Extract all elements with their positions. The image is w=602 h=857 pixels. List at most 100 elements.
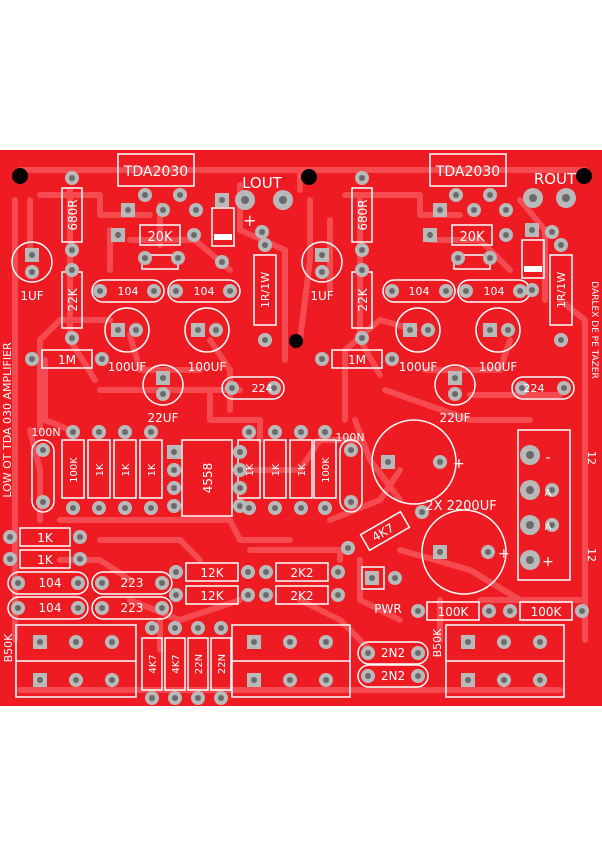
trim-20k-right-label: 20K [459, 230, 485, 245]
pad-drill-hole [172, 695, 178, 701]
pad-drill-hole [29, 269, 35, 275]
pad-drill-hole [453, 192, 459, 198]
pad-drill-hole [537, 639, 543, 645]
pad-drill-hole [125, 207, 131, 213]
ic-left-outline [117, 153, 195, 187]
pad-drill-hole [241, 196, 249, 204]
pad-drill-hole [195, 327, 201, 333]
res-1r1w-right-label: 1R/1W [555, 272, 568, 308]
pad-drill-hole [96, 505, 102, 511]
pad-drill-hole [319, 252, 325, 258]
pad-drill-hole [452, 391, 458, 397]
pad-drill-hole [322, 505, 328, 511]
pad-drill-hole [171, 485, 177, 491]
pad-drill-hole [549, 229, 555, 235]
res-1k-left-label-top: 1K [37, 531, 54, 545]
pad-drill-hole [69, 175, 75, 181]
pad-drill-hole [173, 592, 179, 598]
pad-drill-hole [526, 556, 534, 564]
cap-22uf-right-label: 22UF [440, 411, 471, 425]
pad-drill-hole [487, 192, 493, 198]
pad-drill-hole [142, 255, 148, 261]
res-4k7-vertical-1: 4K7 [148, 654, 159, 673]
cap-1uf-right-label: 1UF [310, 289, 333, 303]
pad-drill-hole [503, 207, 509, 213]
pad-drill-hole [148, 429, 154, 435]
pad-drill-hole [437, 459, 443, 465]
pad-drill-hole [171, 467, 177, 473]
pad-drill-hole [227, 288, 233, 294]
pad-drill-hole [109, 677, 115, 683]
pad-drill-hole [505, 327, 511, 333]
pad-drill-hole [262, 242, 268, 248]
pad-drill-hole [323, 677, 329, 683]
pad-drill-hole [160, 375, 166, 381]
res-22k-left-label: 22K [66, 287, 80, 311]
pad-drill-hole [526, 486, 534, 494]
cap-223-label-2: 223 [121, 601, 144, 615]
res-2k2-label-2: 2K2 [290, 589, 313, 603]
pad-drill-hole [369, 575, 375, 581]
pad-drill-hole [487, 255, 493, 261]
cap-100uf-label-2: 100UF [188, 360, 227, 374]
pad-drill-hole [213, 327, 219, 333]
pad-drill-hole [219, 259, 225, 265]
cap-1uf-left-label: 1UF [20, 289, 43, 303]
silkscreen-labels: TDA2030 TDA2030 LOUT ROUT 680R 680R 20K … [1, 164, 599, 683]
res-12k-label-2: 12K [200, 589, 224, 603]
pad-drill-hole [359, 335, 365, 341]
res-1k-label-1: 1K [95, 463, 106, 476]
pad-drill-hole [517, 288, 523, 294]
pad-drill-hole [69, 335, 75, 341]
pad-drill-hole [455, 255, 461, 261]
pad-drill-hole [193, 207, 199, 213]
res-1k-left-label-bottom: 1K [37, 553, 54, 567]
pad-drill-hole [345, 545, 351, 551]
pad-drill-hole [389, 356, 395, 362]
pad-drill-hole [359, 247, 365, 253]
pad-drill-hole [237, 485, 243, 491]
res-100k-right-label: 100K [321, 457, 332, 483]
res-1r1w-left-label: 1R/1W [259, 272, 272, 308]
res-100k-left-label: 100K [69, 457, 80, 483]
pad-drill-hole [561, 385, 567, 391]
plus-left-diode: + [243, 211, 256, 230]
pad-drill-hole [322, 429, 328, 435]
cap-2n2-label-2: 2N2 [381, 669, 405, 683]
cap-2n2-label-1: 2N2 [381, 646, 405, 660]
pad-drill-hole [407, 327, 413, 333]
pad-drill-hole [263, 592, 269, 598]
mounting-hole [12, 168, 28, 184]
pad-drill-hole [109, 639, 115, 645]
cap-224-right-label: 224 [524, 382, 545, 395]
rout-label: ROUT [534, 170, 577, 188]
filter-caps-label: 2X 2200UF [425, 499, 496, 514]
res-1k-label-4: 1K [245, 463, 256, 476]
terminal-a-1: A [545, 488, 552, 499]
pad-drill-hole [579, 608, 585, 614]
pad-drill-hole [77, 556, 83, 562]
pad-drill-hole [175, 255, 181, 261]
pad-drill-hole [365, 650, 371, 656]
pad-drill-hole [443, 288, 449, 294]
pad-drill-hole [487, 327, 493, 333]
cap-22n-label-2: 22N [217, 654, 228, 674]
res-100k-bottom-2: 100K [531, 605, 563, 619]
pad-drill-hole [319, 356, 325, 362]
pad-drill-hole [245, 569, 251, 575]
pad-drill-hole [359, 267, 365, 273]
pad-drill-hole [40, 499, 46, 505]
pad-drill-hole [195, 695, 201, 701]
pad-drill-hole [246, 429, 252, 435]
pad-drill-hole [37, 639, 43, 645]
pad-drill-hole [287, 639, 293, 645]
cap-104-bottom-2: 104 [39, 601, 62, 615]
pad-drill-hole [465, 639, 471, 645]
res-1k-label-3: 1K [147, 463, 158, 476]
pad-drill-hole [452, 375, 458, 381]
pad-drill-hole [437, 207, 443, 213]
pad-drill-hole [99, 605, 105, 611]
cap-plus-2: + [498, 546, 510, 562]
pad-drill-hole [262, 337, 268, 343]
terminal-12-bottom: 12 [585, 548, 598, 562]
